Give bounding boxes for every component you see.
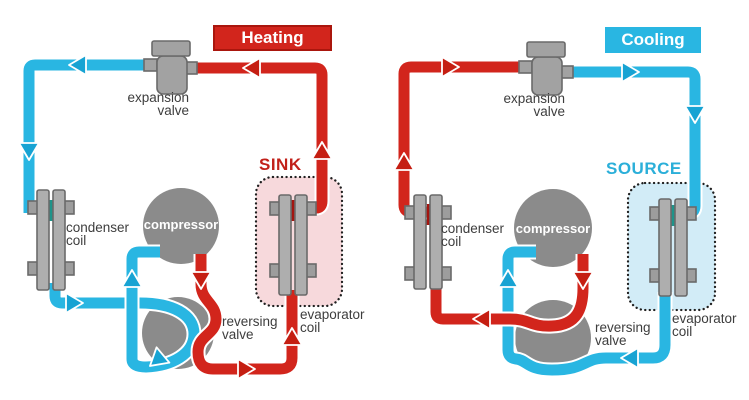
- flow-arrow-up-icon: [393, 152, 415, 171]
- flow-arrow-left-icon: [620, 347, 639, 369]
- cold-pipe-condenser-out: [49, 283, 150, 309]
- flow-arrow-up-icon: [281, 327, 303, 346]
- condenser-coil-label: condenser coil: [441, 221, 505, 249]
- flow-arrow-up-icon: [121, 269, 143, 288]
- flow-arrow-left-icon: [242, 57, 261, 79]
- label-line: evaporator: [672, 311, 737, 326]
- hot-pipe-evaporator-to-valve: [194, 62, 328, 214]
- cold-pipe-outline: [21, 57, 171, 213]
- valve-port: [518, 60, 533, 74]
- coil-plate: [294, 194, 308, 296]
- condenser-coil-label: condenser coil: [66, 220, 130, 248]
- heating-mode-banner: Heating: [213, 25, 332, 51]
- flow-arrow-right-icon: [237, 358, 256, 380]
- label-line: valve: [157, 103, 189, 118]
- hot-pipe-condenser-to-valve: [398, 61, 546, 218]
- heating-cycle: [18, 40, 344, 380]
- label-line: evaporator: [300, 307, 365, 322]
- coil-plate: [278, 194, 292, 296]
- cooling-cycle: [393, 41, 717, 378]
- coil-plate: [52, 189, 66, 291]
- label-line: coil: [672, 324, 693, 339]
- compressor-label: compressor: [143, 217, 219, 232]
- flow-arrow-right-icon: [65, 292, 84, 314]
- flow-arrow-down-icon: [18, 142, 40, 161]
- hot-pipe-compressor-to-condenser: [430, 254, 589, 332]
- evaporator-coil-label: evaporator coil: [300, 307, 365, 335]
- expansion-valve-label: expansion valve: [475, 91, 565, 119]
- source-label: SOURCE: [606, 159, 682, 178]
- condenser-coil-icon: [27, 189, 75, 291]
- condenser-coil-icon: [404, 194, 452, 290]
- expansion-valve-icon: [518, 41, 574, 96]
- flow-arrow-up-icon: [311, 141, 333, 160]
- valve-port: [143, 58, 158, 72]
- expansion-valve-icon: [143, 40, 198, 95]
- coil-plate: [674, 198, 688, 297]
- label-line: condenser: [66, 220, 130, 235]
- label-line: reversing: [222, 314, 278, 329]
- cooling-mode-banner: Cooling: [605, 27, 701, 53]
- label-line: coil: [300, 320, 321, 335]
- flow-arrow-down-left-icon: [149, 346, 171, 367]
- cold-pipe-reversing-loop-to-compressor: [126, 246, 200, 373]
- valve-body: [531, 56, 563, 96]
- flow-arrow-left-icon: [472, 308, 491, 330]
- label-line: condenser: [441, 221, 505, 236]
- flow-arrow-down-icon: [190, 271, 212, 290]
- flow-arrow-down-icon: [572, 271, 594, 290]
- reversing-valve-label: reversing valve: [595, 320, 651, 348]
- hot-pipe-compressor-to-evaporator: [192, 254, 298, 375]
- flow-arrow-right-icon: [621, 61, 640, 83]
- compressor-label: compressor: [515, 221, 591, 236]
- label-line: valve: [595, 333, 627, 348]
- label-line: coil: [441, 234, 462, 249]
- valve-cap: [151, 40, 191, 57]
- coil-plate: [429, 194, 443, 290]
- evaporator-coil-label: evaporator coil: [672, 311, 737, 339]
- cooling-banner-label: Cooling: [621, 30, 685, 49]
- reversing-valve-label: reversing valve: [222, 314, 278, 342]
- label-line: expansion: [503, 91, 565, 106]
- heating-banner-label: Heating: [241, 28, 304, 47]
- hot-pipe-outline: [396, 59, 546, 220]
- cold-pipe-valve-to-condenser: [23, 59, 171, 213]
- label-line: valve: [533, 104, 565, 119]
- coil-plate: [36, 189, 50, 291]
- flow-arrow-down-icon: [684, 105, 706, 124]
- expansion-valve-label: expansion valve: [99, 90, 189, 118]
- label-line: expansion: [127, 90, 189, 105]
- valve-body: [156, 55, 188, 95]
- compressor-body: [143, 188, 219, 264]
- label-line: reversing: [595, 320, 651, 335]
- cold-pipe-evaporator-to-compressor: [502, 246, 671, 376]
- flow-arrow-up-icon: [497, 269, 519, 288]
- label-line: valve: [222, 327, 254, 342]
- coil-plate: [413, 194, 427, 290]
- evaporator-coil-icon: [269, 194, 317, 296]
- valve-cap: [526, 41, 566, 58]
- evaporator-coil-icon: [649, 198, 697, 297]
- flow-arrow-right-icon: [441, 56, 460, 78]
- flow-arrow-left-icon: [68, 54, 87, 76]
- label-line: coil: [66, 233, 87, 248]
- coil-plate: [658, 198, 672, 297]
- sink-label: SINK: [259, 155, 302, 174]
